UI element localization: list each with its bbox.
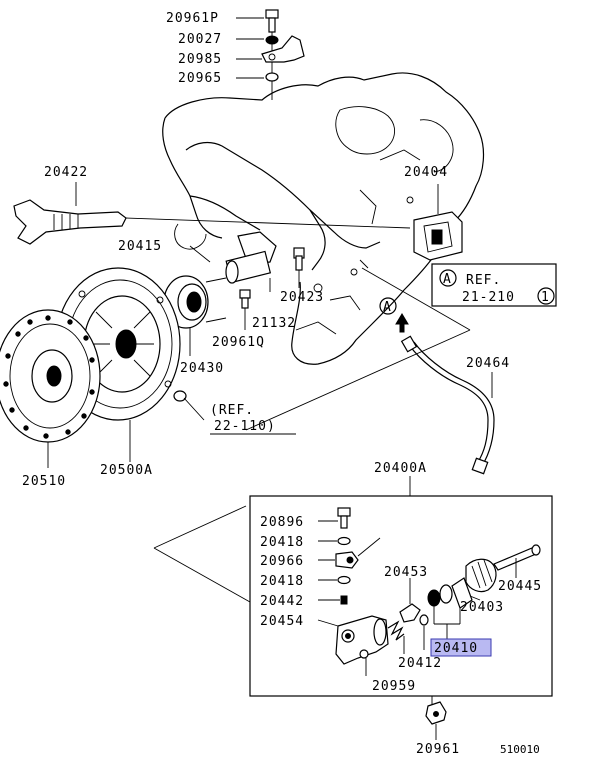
push-rod-icon	[493, 547, 537, 571]
ref-22-110: (REF. 22-110)	[210, 403, 296, 435]
label-20423: 20423	[280, 290, 324, 305]
label-20400a: 20400A	[374, 461, 427, 476]
highlight-20410	[430, 638, 492, 657]
label-20510: 20510	[22, 474, 66, 489]
slave-cylinder-assembly	[153, 476, 553, 697]
label-20403: 20403	[460, 600, 504, 615]
o-ring-icon	[337, 536, 351, 546]
ref-a-line1: REF.	[466, 273, 501, 288]
washer-icon	[265, 35, 279, 45]
label-20961p: 20961P	[166, 11, 219, 26]
release-fork	[13, 182, 411, 245]
bolt-20423	[293, 247, 305, 288]
cup-seal-icon	[427, 589, 441, 607]
label-20442: 20442	[260, 594, 304, 609]
ref-22-line2: 22-110)	[214, 419, 276, 434]
clutch-hose	[400, 335, 495, 475]
label-20454: 20454	[260, 614, 304, 629]
label-20896: 20896	[260, 515, 304, 530]
ref-a-circle	[439, 269, 457, 287]
assembly-frame	[249, 495, 553, 697]
ref-a-sub-number: 1	[541, 290, 549, 305]
bracket-icon	[261, 35, 305, 63]
top-bolt-stack	[236, 9, 305, 100]
bolt-shank-icon	[268, 17, 276, 33]
label-20961q: 20961Q	[212, 335, 265, 350]
label-20422: 20422	[44, 165, 88, 180]
label-20961: 20961	[416, 742, 460, 757]
label-20418-a: 20418	[260, 535, 304, 550]
clutch-disc	[0, 309, 101, 468]
pin-icon	[173, 390, 187, 402]
transmission-housing	[162, 72, 485, 365]
ref-a-marker: A	[443, 272, 451, 287]
washer-icon	[419, 614, 429, 626]
nut-icon	[265, 72, 279, 82]
arrow-a: A	[379, 297, 409, 333]
label-21132: 21132	[252, 316, 296, 331]
label-20464: 20464	[466, 356, 510, 371]
arrow-up-icon	[395, 313, 409, 333]
part-labels: 20961P 20027 20985 20965 20422 20404 204…	[22, 11, 542, 757]
diagram-id: 510010	[500, 743, 540, 756]
arrow-a-marker: A	[383, 300, 391, 315]
piston-icon	[399, 603, 421, 623]
boot-20404	[413, 184, 463, 261]
label-20430: 20430	[180, 361, 224, 376]
bolt-head-icon	[337, 507, 351, 517]
label-20966: 20966	[260, 554, 304, 569]
arrow-a-circle	[379, 297, 397, 315]
label-20412: 20412	[398, 656, 442, 671]
bottom-bolt	[425, 696, 447, 740]
bolt-head-icon	[265, 9, 279, 19]
hose-line-icon	[409, 345, 489, 463]
push-rod-boot-icon	[451, 577, 473, 609]
guide-sleeve	[189, 231, 277, 292]
bolt-20961q	[239, 289, 251, 330]
label-20959: 20959	[372, 679, 416, 694]
bolt-head-icon	[239, 289, 251, 299]
ref-a-sub-circle	[537, 287, 555, 305]
dust-boot-icon	[465, 558, 497, 593]
label-20965: 20965	[178, 71, 222, 86]
label-20445: 20445	[498, 579, 542, 594]
bleeder-icon	[340, 595, 348, 605]
label-20415: 20415	[118, 239, 162, 254]
ref-box-frame	[431, 263, 557, 307]
spring-icon	[387, 620, 405, 641]
label-20027: 20027	[178, 32, 222, 47]
label-20500a: 20500A	[100, 463, 153, 478]
label-20410: 20410	[434, 641, 478, 656]
ref-22-line1: (REF.	[210, 403, 254, 418]
label-20453: 20453	[384, 565, 428, 580]
label-20985: 20985	[178, 52, 222, 67]
o-ring-icon	[337, 575, 351, 585]
dowel-pin	[173, 390, 205, 421]
label-20404: 20404	[404, 165, 448, 180]
ref-box-a: A REF. 21-210 1	[431, 263, 557, 307]
ref-a-line2: 21-210	[462, 290, 515, 305]
label-20418-b: 20418	[260, 574, 304, 589]
